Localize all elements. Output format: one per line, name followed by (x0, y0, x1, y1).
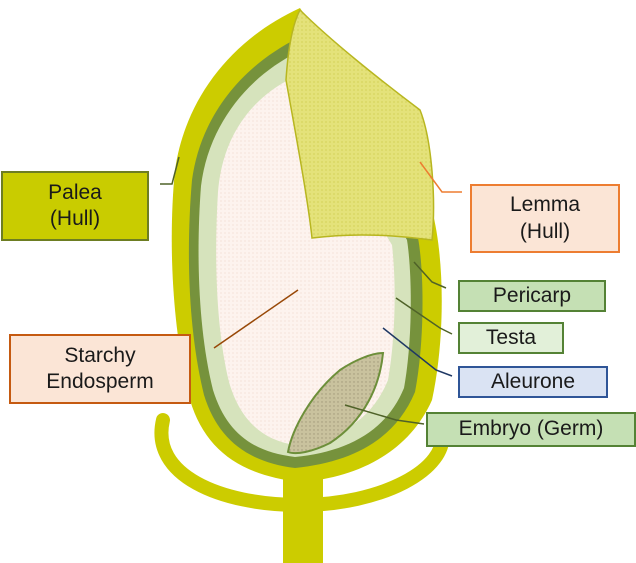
testa-label-text: Testa (486, 325, 536, 351)
lemma-label-line1: Lemma (510, 192, 580, 218)
palea-label-line1: Palea (48, 180, 102, 206)
starchy-endosperm-label-line2: Endosperm (46, 369, 153, 395)
aleurone-label-text: Aleurone (491, 369, 575, 395)
palea-label: Palea (Hull) (1, 171, 149, 241)
lemma-label: Lemma (Hull) (470, 184, 620, 253)
lemma-label-line2: (Hull) (520, 219, 570, 245)
testa-label: Testa (458, 322, 564, 354)
aleurone-label: Aleurone (458, 366, 608, 398)
pericarp-label: Pericarp (458, 280, 606, 312)
embryo-label: Embryo (Germ) (426, 412, 636, 447)
starchy-endosperm-label: Starchy Endosperm (9, 334, 191, 404)
palea-label-line2: (Hull) (50, 206, 100, 232)
starchy-endosperm-label-line1: Starchy (64, 343, 135, 369)
pericarp-label-text: Pericarp (493, 283, 571, 309)
lemma-hull (286, 10, 434, 240)
embryo-label-text: Embryo (Germ) (459, 416, 604, 442)
